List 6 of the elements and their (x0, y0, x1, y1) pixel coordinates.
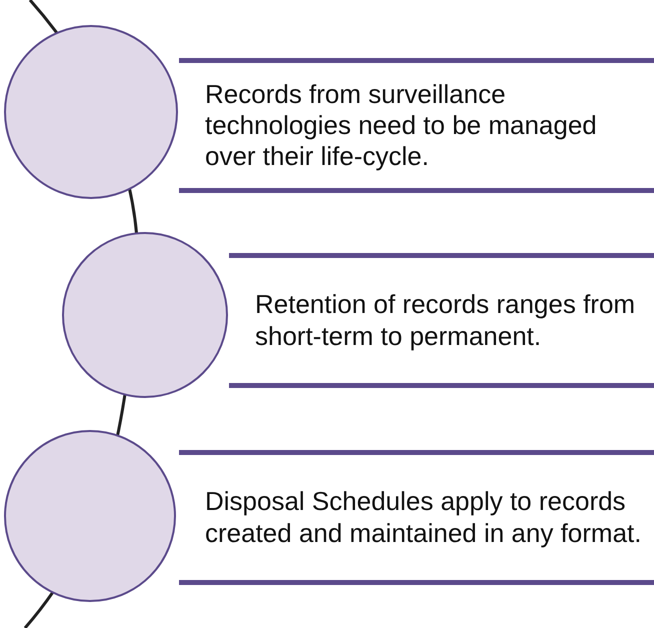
list-band (179, 58, 654, 193)
list-item-text: Records from surveillance technologies need to be managed over their life-cycle. (205, 78, 598, 172)
list-band (179, 450, 654, 585)
list-item-text: Retention of records ranges from short-term to permanent. (255, 289, 636, 352)
list-item-text: Disposal Schedules apply to records created and maintained in any format. (205, 486, 642, 549)
list-band (229, 253, 654, 388)
